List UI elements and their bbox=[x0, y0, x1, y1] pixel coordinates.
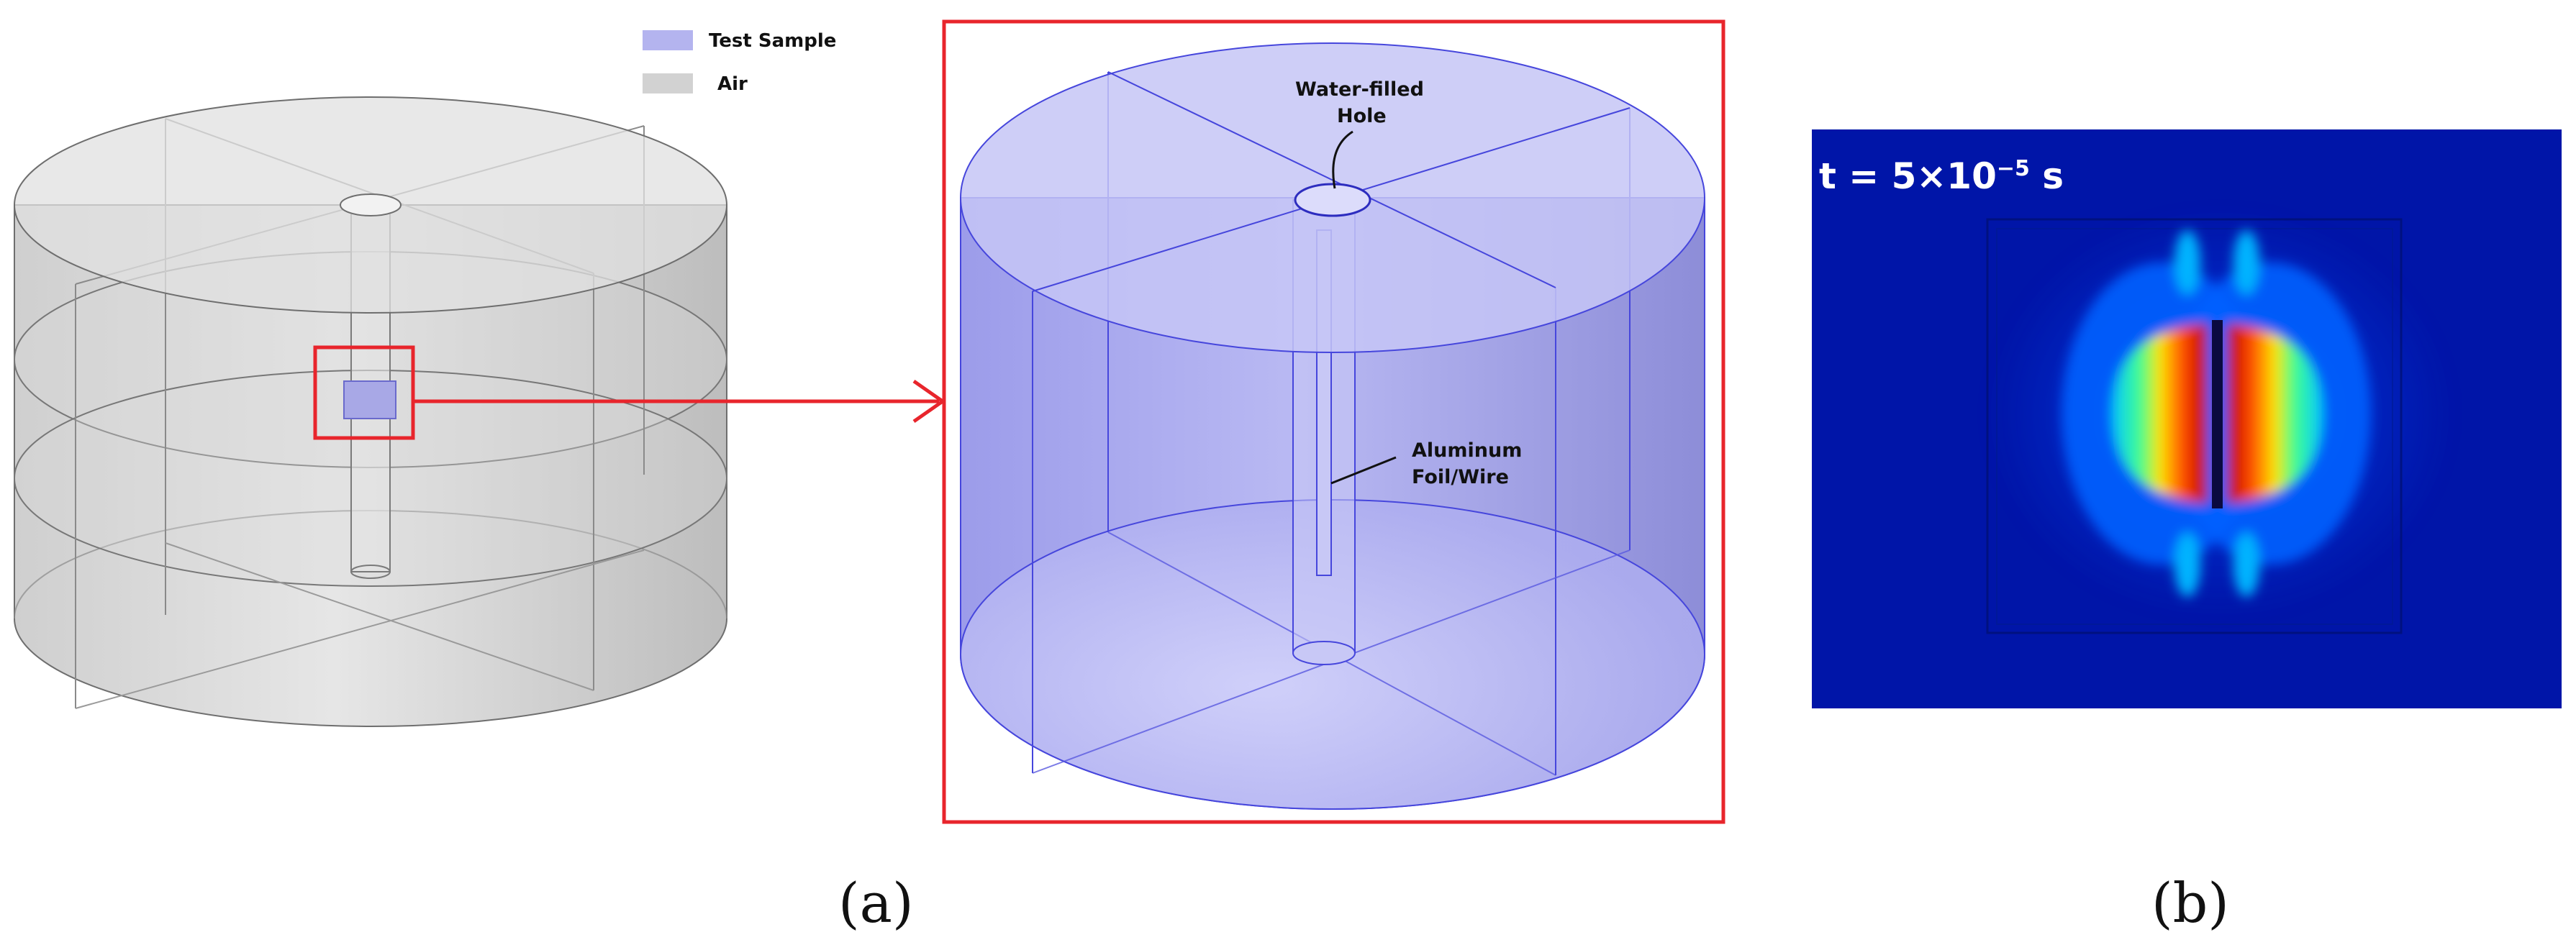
time-label-unit: s bbox=[2030, 155, 2064, 197]
legend: Test Sample Air bbox=[643, 30, 836, 95]
legend-label-test-sample: Test Sample bbox=[709, 30, 836, 52]
field-lobe-right bbox=[2227, 324, 2323, 503]
field-plot: t = 5×10−5 s bbox=[1812, 129, 2562, 708]
caption-a: (a) bbox=[838, 871, 914, 935]
legend-swatch-air bbox=[643, 73, 693, 93]
callout-wire-line1: Aluminum bbox=[1412, 439, 1522, 462]
time-label-prefix: t = 5×10 bbox=[1819, 155, 1997, 197]
zoom-highlight-box bbox=[313, 345, 415, 440]
callout-hole-line2: Hole bbox=[1337, 105, 1387, 127]
field-wire-gap bbox=[2212, 320, 2223, 508]
time-label-exponent: −5 bbox=[1997, 156, 2030, 181]
legend-label-air: Air bbox=[717, 73, 748, 95]
grey-cylinder-model bbox=[14, 96, 946, 727]
callout-hole-line1: Water-filled bbox=[1295, 78, 1424, 101]
zoom-view: Water-filled Hole Aluminum Foil/Wire bbox=[942, 19, 1725, 824]
legend-swatch-test-sample bbox=[643, 30, 693, 50]
time-label: t = 5×10−5 s bbox=[1819, 155, 2064, 197]
field-lobe-left bbox=[2112, 324, 2208, 503]
caption-b: (b) bbox=[2151, 871, 2229, 935]
grey-model-sample bbox=[343, 380, 396, 419]
callout-wire-line2: Foil/Wire bbox=[1412, 466, 1509, 488]
